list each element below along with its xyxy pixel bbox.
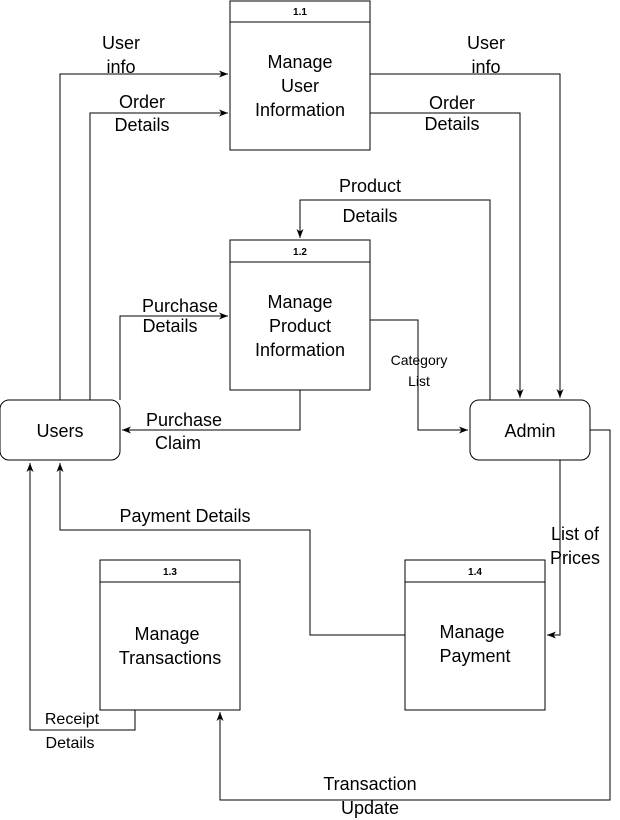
process-1-3: 1.3 Manage Transactions (99, 559, 241, 711)
flow-label-line: Category (391, 352, 448, 368)
flow-label-line: List of (551, 524, 600, 544)
entity-label: Admin (504, 421, 555, 441)
flow-list-of-prices-to-1-4 (547, 460, 561, 639)
flow-purchase-details-to-1-2 (119, 312, 228, 400)
process-title-line: Information (255, 340, 345, 360)
flow-label-line: Order (119, 92, 165, 112)
flow-label-line: Order (429, 93, 475, 113)
label-list-of-prices: List of Prices (550, 524, 600, 568)
flow-label-line: Prices (550, 548, 600, 568)
label-payment-details: Payment Details (119, 506, 250, 526)
process-id: 1.1 (293, 7, 307, 18)
process-title-line: Payment (439, 646, 510, 666)
flow-label-line: Details (424, 114, 479, 134)
label-user-info-in: User info (102, 33, 140, 77)
process-1-4: 1.4 Manage Payment (404, 559, 546, 711)
flow-label-line: Payment Details (119, 506, 250, 526)
flow-label-line: Transaction (323, 774, 416, 794)
process-title-line: Manage (267, 292, 332, 312)
label-purchase-claim: Purchase Claim (146, 410, 222, 453)
flow-transaction-update-to-1-3 (216, 429, 611, 801)
label-transaction-update: Transaction Update (323, 774, 416, 818)
flow-label-line: List (408, 373, 430, 389)
flow-user-info-to-1-1 (59, 70, 228, 400)
flow-payment-details-to-users (56, 463, 405, 636)
flow-label-line: Claim (155, 433, 201, 453)
flow-label-line: Details (46, 735, 95, 752)
flow-label-line: User (467, 33, 505, 53)
flow-purchase-claim-to-users (122, 390, 301, 434)
process-1-1: 1.1 Manage User Information (229, 0, 371, 151)
flow-user-info-to-admin (370, 73, 564, 398)
label-receipt-details: Receipt Details (45, 711, 100, 752)
process-title-line: Manage (134, 624, 199, 644)
flow-receipt-details-to-users (26, 463, 136, 731)
flow-label-line: info (471, 57, 500, 77)
entity-label: Users (36, 421, 83, 441)
flow-product-details-to-1-2 (296, 199, 491, 400)
flow-label-line: info (106, 57, 135, 77)
label-purchase-details: Purchase Details (142, 296, 218, 336)
label-user-info-out: User info (467, 33, 505, 77)
flow-label-line: Details (342, 206, 397, 226)
entity-admin: Admin (469, 399, 591, 461)
process-id: 1.3 (163, 567, 177, 578)
entity-users: Users (0, 399, 121, 461)
flow-label-line: Purchase (142, 296, 218, 316)
process-1-2: 1.2 Manage Product Information (229, 239, 371, 391)
flow-label-line: Purchase (146, 410, 222, 430)
process-title-line: Product (269, 316, 331, 336)
process-title-line: Transactions (119, 648, 221, 668)
flow-label-line: Details (114, 115, 169, 135)
process-title-line: Information (255, 100, 345, 120)
process-id: 1.4 (468, 567, 482, 578)
flow-order-details-to-admin (370, 112, 524, 398)
label-order-details-in: Order Details (114, 92, 169, 135)
label-product-details: Product Details (339, 176, 401, 226)
flow-label-line: Product (339, 176, 401, 196)
flow-order-details-to-1-1 (89, 109, 228, 400)
process-title-line: Manage (439, 622, 504, 642)
label-order-details-out: Order Details (424, 93, 479, 134)
flow-label-line: Receipt (45, 711, 100, 728)
flow-category-list-to-admin (370, 319, 468, 434)
flow-label-line: Details (142, 316, 197, 336)
process-id: 1.2 (293, 247, 307, 258)
flow-label-line: User (102, 33, 140, 53)
flow-label-line: Update (341, 798, 399, 818)
process-title-line: Manage (267, 52, 332, 72)
label-category-list: Category List (391, 352, 448, 389)
process-title-line: User (281, 76, 319, 96)
